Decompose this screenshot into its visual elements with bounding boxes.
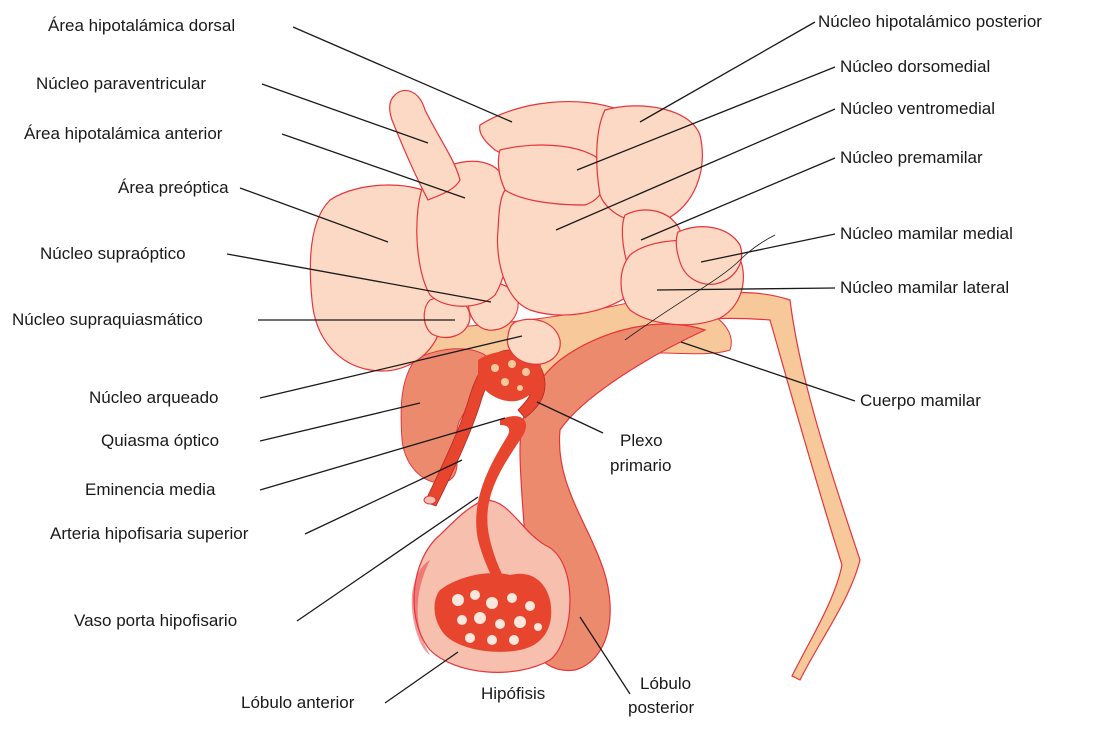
label-area-hipotalamica-anterior: Área hipotalámica anterior [24,123,222,144]
label-nucleo-supraoptico: Núcleo supraóptico [40,243,186,264]
label-lobulo-posterior-line1: Lóbulo [640,673,691,694]
label-lobulo-posterior-line2: posterior [628,697,694,718]
label-hipofisis: Hipófisis [481,683,545,704]
label-vaso-porta-hipofisario: Vaso porta hipofisario [74,610,237,631]
label-lobulo-anterior: Lóbulo anterior [241,692,354,713]
label-arteria-hipofisaria-superior: Arteria hipofisaria superior [50,523,248,544]
label-nucleo-premamilar: Núcleo premamilar [840,147,983,168]
label-quiasma-optico: Quiasma óptico [101,430,219,451]
label-nucleo-arqueado: Núcleo arqueado [89,387,218,408]
label-plexo-primario-line1: Plexo [620,430,663,451]
label-eminencia-media: Eminencia media [85,479,215,500]
label-nucleo-paraventricular: Núcleo paraventricular [36,73,206,94]
label-cuerpo-mamilar: Cuerpo mamilar [860,390,981,411]
label-nucleo-supraquiasmatico: Núcleo supraquiasmático [12,309,203,330]
label-plexo-primario-line2: primario [610,455,671,476]
label-nucleo-ventromedial: Núcleo ventromedial [840,98,995,119]
label-area-preoptica: Área preóptica [118,177,229,198]
label-nucleo-dorsomedial: Núcleo dorsomedial [840,56,990,77]
label-nucleo-mamilar-medial: Núcleo mamilar medial [840,223,1013,244]
label-nucleo-hipotalamico-posterior: Núcleo hipotalámico posterior [818,11,1042,32]
label-area-hipotalamica-dorsal: Área hipotalámica dorsal [48,15,235,36]
label-nucleo-mamilar-lateral: Núcleo mamilar lateral [840,277,1009,298]
